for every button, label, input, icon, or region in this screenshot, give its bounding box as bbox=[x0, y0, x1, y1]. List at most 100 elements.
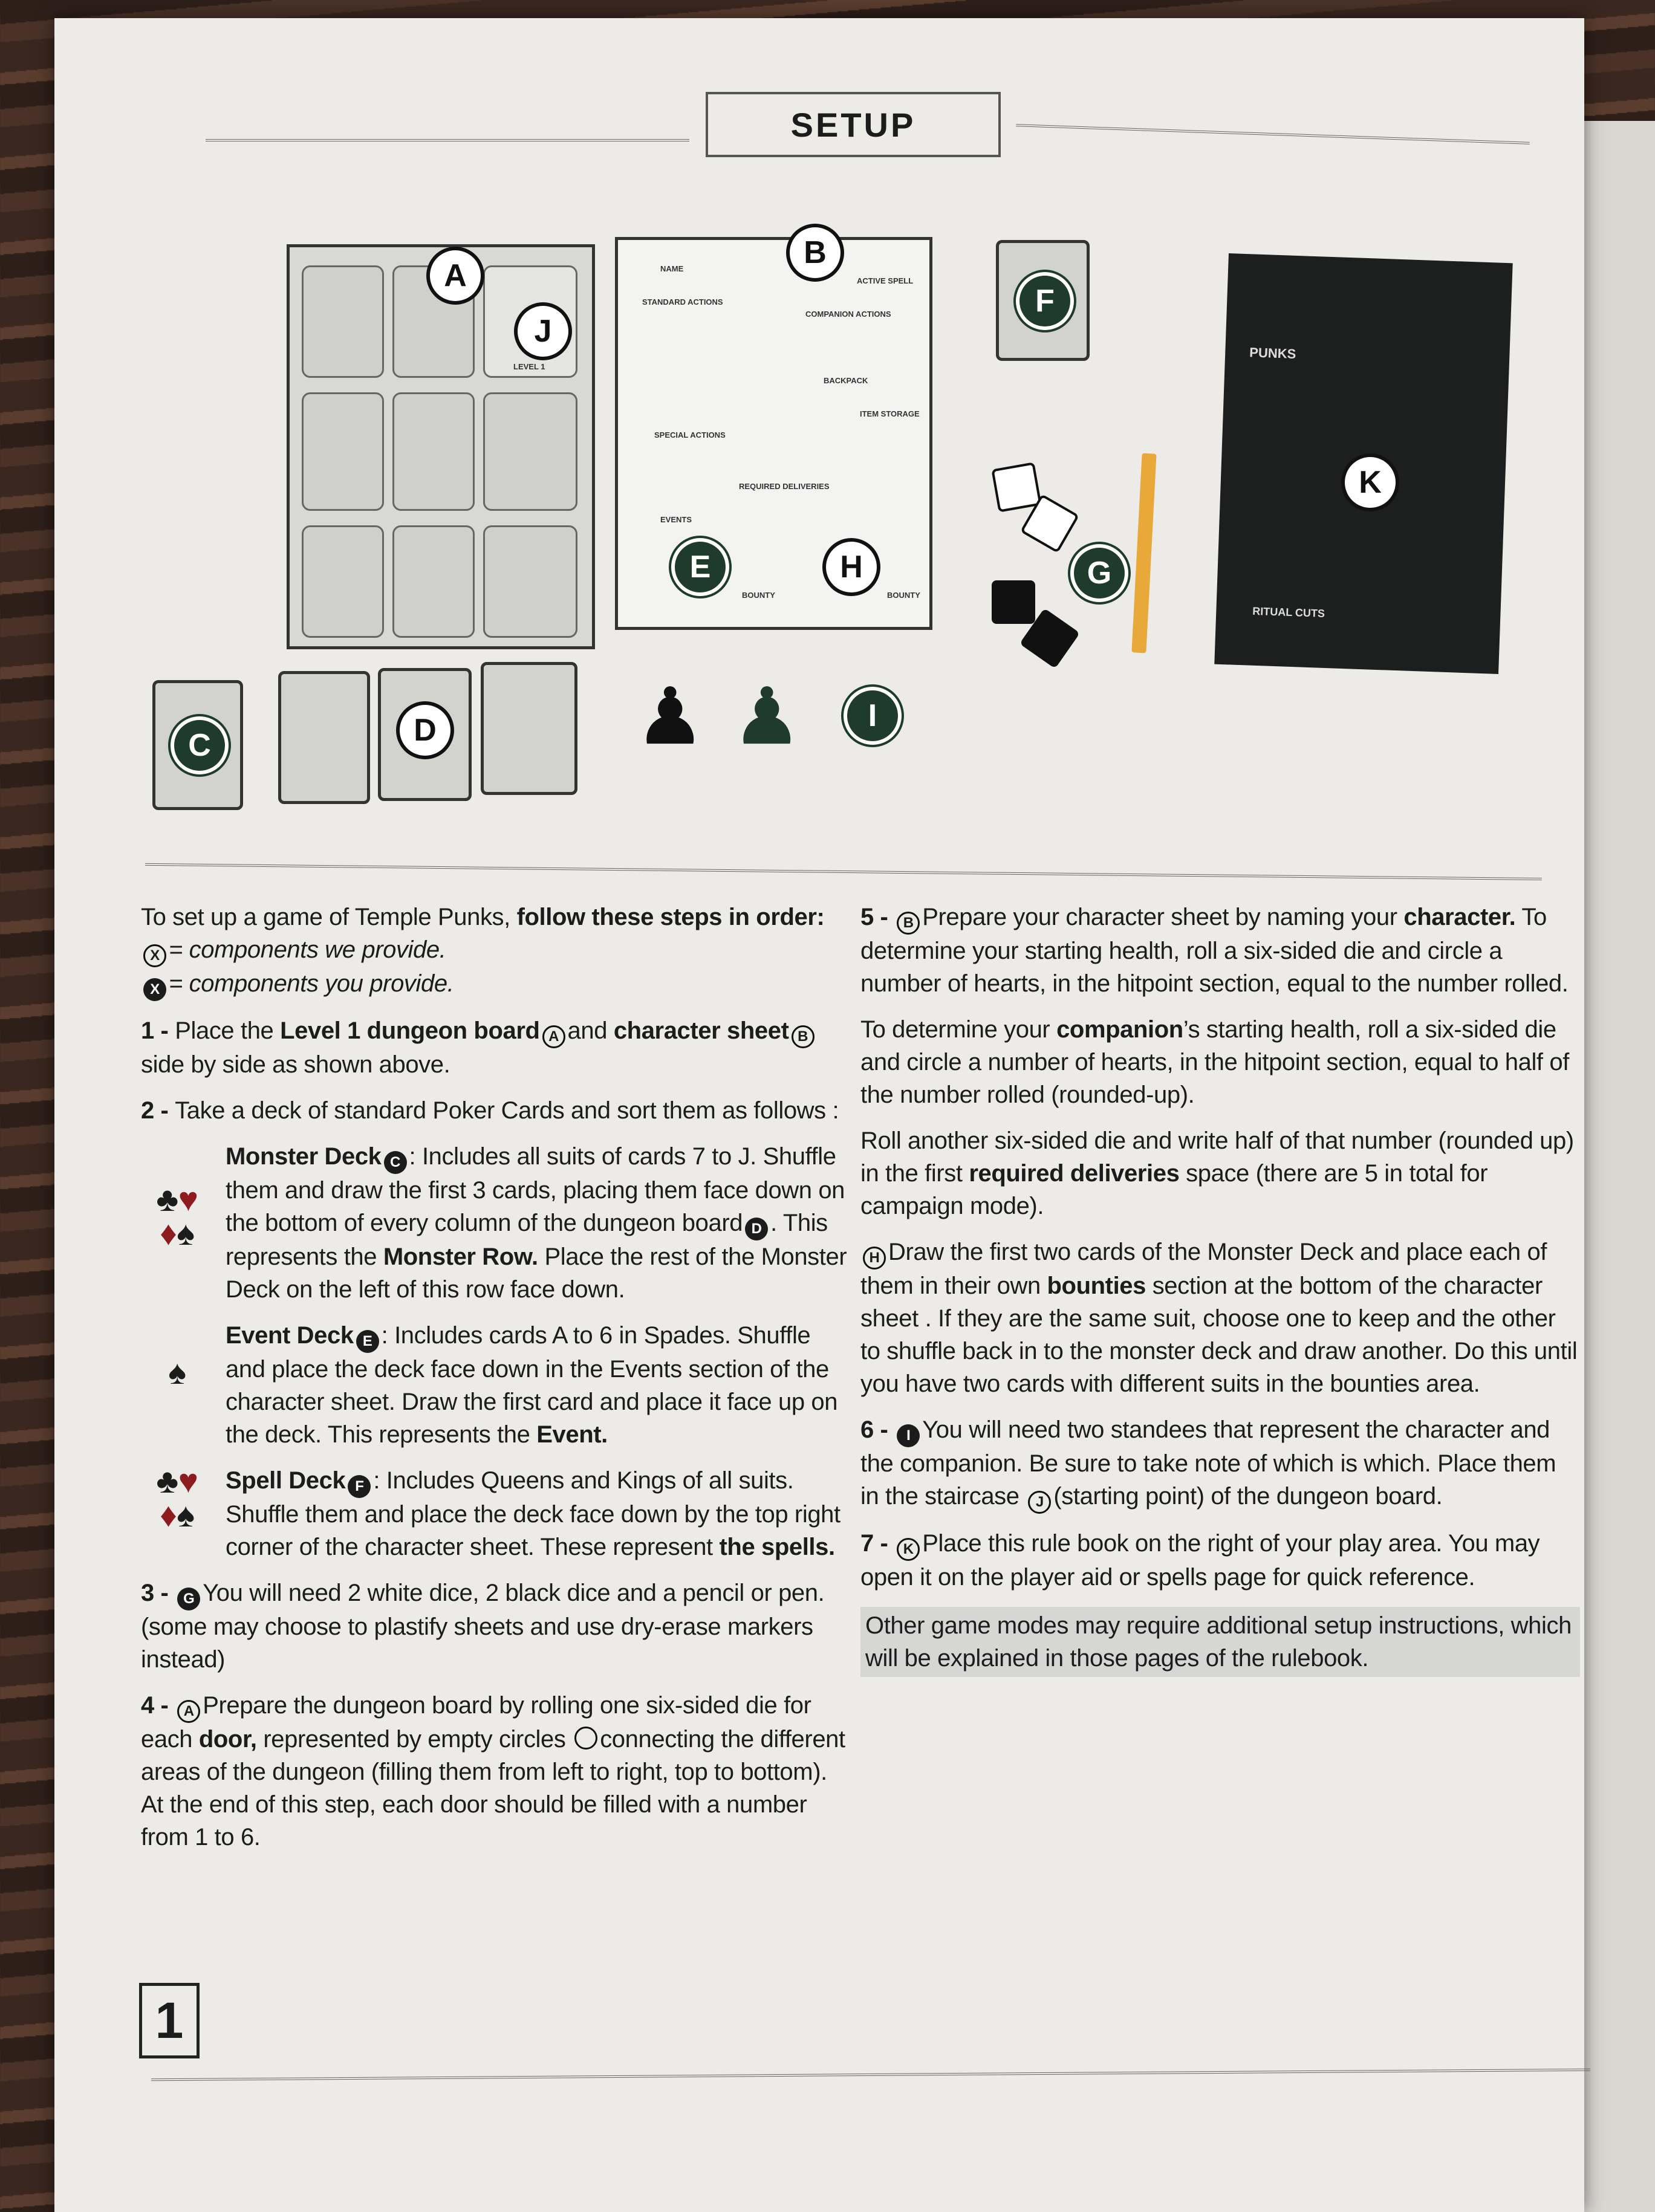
component-marker-outline-icon: A bbox=[177, 1700, 201, 1723]
text: and bbox=[567, 1017, 614, 1044]
step-2: 2 - Take a deck of standard Poker Cards … bbox=[141, 1094, 848, 1127]
badge-j: J bbox=[514, 302, 572, 360]
badge-b: B bbox=[786, 224, 844, 282]
text: side by side as shown above. bbox=[141, 1051, 450, 1078]
badge-d: D bbox=[396, 701, 454, 759]
bold-text: companion bbox=[1056, 1016, 1183, 1043]
page-number: 1 bbox=[139, 1983, 200, 2058]
suits-icon: ♣♥♦♠ bbox=[156, 1462, 198, 1534]
text: You will need 2 white dice, 2 black dice… bbox=[141, 1580, 825, 1673]
bold-text: 2 - bbox=[141, 1097, 175, 1124]
component-marker-filled-icon: X bbox=[143, 978, 166, 1001]
text: Draw the first two cards of the Monster … bbox=[860, 1239, 1547, 1299]
component-marker-outline-icon: J bbox=[1028, 1491, 1052, 1514]
sheet-label: ACTIVE SPELL bbox=[857, 276, 914, 285]
sheet-label: NAME bbox=[660, 264, 684, 273]
text: To determine your bbox=[860, 1016, 1057, 1043]
component-marker-outline-icon: B bbox=[897, 912, 920, 935]
monster-row-card bbox=[378, 668, 472, 801]
component-marker-filled-icon: D bbox=[745, 1218, 769, 1241]
footer-rule bbox=[151, 2068, 1590, 2081]
component-marker-outline-icon: B bbox=[791, 1025, 814, 1048]
text: ’s starting health, roll a six-sided die… bbox=[860, 1016, 1569, 1108]
bold-text: Monster Deck bbox=[226, 1143, 382, 1170]
header-rule-right bbox=[1016, 124, 1530, 144]
text: (starting point) of the dungeon board. bbox=[1053, 1483, 1443, 1510]
bold-text: Spell Deck bbox=[226, 1467, 346, 1494]
intro-text: To set up a game of Temple Punks, follow… bbox=[141, 901, 848, 1001]
component-marker-outline-icon: A bbox=[542, 1025, 565, 1048]
bold-text: 1 - bbox=[141, 1017, 175, 1044]
badge-g: G bbox=[1070, 544, 1128, 602]
suits-icon: ♣♥♦♠ bbox=[156, 1180, 198, 1252]
bold-text: Event. bbox=[536, 1421, 608, 1448]
italic-text: = components you provide. bbox=[169, 970, 454, 997]
deliveries-text: Roll another six-sided die and write hal… bbox=[860, 1124, 1580, 1222]
bold-text: Event Deck bbox=[226, 1322, 354, 1349]
text: To set up a game of Temple Punks, bbox=[141, 904, 517, 930]
badge-a: A bbox=[426, 247, 484, 305]
component-marker-filled-icon: C bbox=[383, 1151, 407, 1174]
badge-e: E bbox=[671, 538, 729, 596]
white-die-icon bbox=[991, 462, 1042, 513]
bold-text: character. bbox=[1403, 904, 1516, 930]
bold-text: bounties bbox=[1047, 1273, 1146, 1299]
character-meeple-icon: ♟ bbox=[635, 672, 706, 761]
book-subtitle: RITUAL CUTS bbox=[1252, 605, 1325, 620]
text: Prepare your character sheet by naming y… bbox=[922, 904, 1404, 930]
component-marker-filled-icon: I bbox=[897, 1424, 920, 1447]
monster-row-card bbox=[278, 671, 370, 804]
sheet-label: REQUIRED DELIVERIES bbox=[739, 482, 830, 491]
section-divider bbox=[145, 863, 1542, 881]
sheet-label: BOUNTY bbox=[742, 591, 775, 600]
badge-k: K bbox=[1341, 453, 1399, 511]
text: : Includes Queens and Kings of all suits… bbox=[226, 1467, 841, 1560]
page-title: SETUP bbox=[706, 92, 1001, 157]
italic-text: = components we provide. bbox=[169, 936, 446, 963]
sheet-label: STANDARD ACTIONS bbox=[642, 297, 723, 307]
text: Place the bbox=[175, 1017, 281, 1044]
text: You will need two standees that represen… bbox=[860, 1416, 1556, 1510]
text: connecting the different areas of the du… bbox=[141, 1726, 845, 1850]
text: section at the bottom of the character s… bbox=[860, 1273, 1578, 1397]
bold-text: 4 - bbox=[141, 1692, 175, 1719]
component-marker-filled-icon: G bbox=[177, 1588, 201, 1610]
bold-text: the spells. bbox=[719, 1534, 835, 1560]
text: To determine your starting health, roll … bbox=[860, 904, 1569, 997]
sheet-label: BACKPACK bbox=[824, 376, 868, 385]
component-marker-outline-icon: H bbox=[863, 1247, 886, 1270]
badge-f: F bbox=[1016, 272, 1074, 330]
companion-meeple-icon: ♟ bbox=[732, 672, 802, 761]
text: : Includes all suits of cards 7 to J. Sh… bbox=[226, 1143, 845, 1236]
other-modes-note: Other game modes may require additional … bbox=[860, 1607, 1580, 1677]
sheet-label: BOUNTY bbox=[887, 591, 920, 600]
text: Place this rule book on the right of you… bbox=[860, 1530, 1540, 1591]
empty-circle-icon bbox=[574, 1727, 598, 1750]
sheet-label: SPECIAL ACTIONS bbox=[654, 430, 726, 439]
bold-text: 6 - bbox=[860, 1416, 895, 1443]
text: : Includes cards A to 6 in Spades. Shuff… bbox=[226, 1322, 838, 1448]
header-rule-left bbox=[206, 139, 689, 141]
component-marker-outline-icon: X bbox=[143, 944, 166, 967]
sheet-label: ITEM STORAGE bbox=[860, 409, 920, 418]
text: represented by empty circles bbox=[256, 1726, 573, 1753]
bold-text: 5 - bbox=[860, 904, 895, 930]
bold-text: follow these steps in order: bbox=[516, 904, 825, 930]
rulebook-page: SETUP LEVEL 1 A J NAME ACTIVE SPELL STAN… bbox=[54, 18, 1590, 2212]
component-marker-filled-icon: E bbox=[356, 1330, 379, 1353]
text: Place the rest of the Monster Deck on th… bbox=[226, 1244, 847, 1303]
badge-h: H bbox=[822, 538, 880, 596]
bold-text: door, bbox=[198, 1726, 257, 1753]
bold-text: 7 - bbox=[860, 1530, 895, 1557]
sheet-label: COMPANION ACTIONS bbox=[805, 310, 891, 319]
